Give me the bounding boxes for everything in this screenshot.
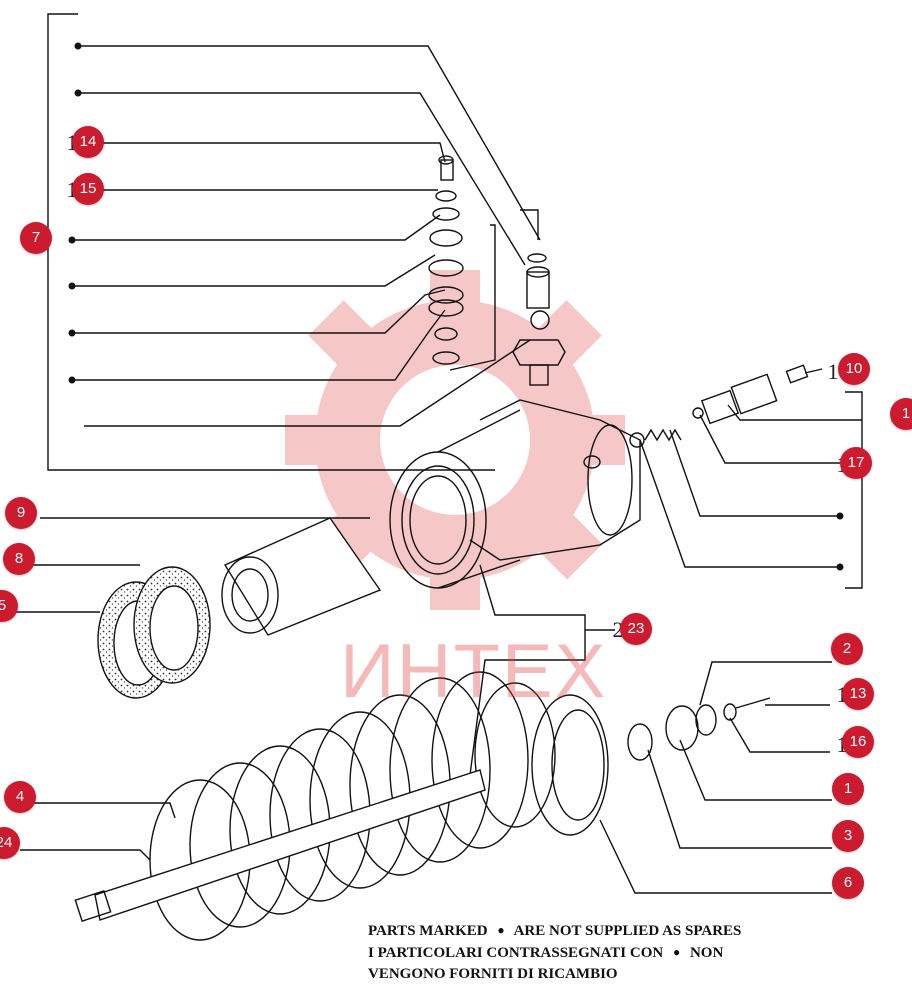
note-line-2: I PARTICOLARI CONTRASSEGNATI CON ● NON: [368, 942, 848, 964]
callout-marker-10[interactable]: 10: [838, 353, 870, 385]
callout-marker-1[interactable]: 1: [832, 773, 864, 805]
note-line-2-end: NON: [689, 945, 724, 961]
callout-marker-24[interactable]: 24: [0, 827, 20, 859]
watermark-text: ИНТЕХ: [340, 629, 608, 714]
callout-marker-6[interactable]: 6: [832, 867, 864, 899]
callout-marker-5[interactable]: 5: [0, 590, 18, 622]
not-supplied-dot: [68, 236, 76, 244]
note-line-1-start: PARTS MARKED: [368, 923, 488, 939]
callout-marker-17[interactable]: 17: [840, 447, 872, 479]
not-supplied-dot: [74, 89, 82, 97]
callout-marker-3[interactable]: 3: [832, 820, 864, 852]
note-line-3: VENGONO FORNITI DI RICAMBIO: [368, 966, 618, 982]
callout-marker-14[interactable]: 14: [72, 126, 104, 158]
not-supplied-dot: [836, 512, 844, 520]
stub-text-10: 1: [827, 359, 839, 384]
callout-marker-13[interactable]: 13: [842, 678, 874, 710]
callout-marker-15[interactable]: 15: [72, 173, 104, 205]
callout-marker-2[interactable]: 2: [831, 633, 863, 665]
callout-marker-23[interactable]: 23: [620, 613, 652, 645]
note-line-2-start: I PARTICOLARI CONTRASSEGNATI CON: [368, 945, 664, 961]
not-supplied-dot: [68, 282, 76, 290]
bullet-icon: ●: [497, 923, 505, 937]
callout-marker-9[interactable]: 9: [5, 497, 37, 529]
callout-marker-16[interactable]: 16: [842, 726, 874, 758]
note-line-1-end: ARE NOT SUPPLIED AS SPARES: [513, 923, 742, 939]
callout-marker-8[interactable]: 8: [3, 543, 35, 575]
not-supplied-dot: [74, 42, 82, 50]
callout-marker-11[interactable]: 1: [890, 398, 912, 430]
stub-text-23: 2: [612, 617, 624, 642]
not-supplied-dot: [836, 563, 844, 571]
bullet-icon: ●: [672, 945, 681, 959]
note-line-1: PARTS MARKED ● ARE NOT SUPPLIED AS SPARE…: [368, 920, 848, 942]
not-supplied-dot: [68, 329, 76, 337]
legend-note: PARTS MARKED ● ARE NOT SUPPLIED AS SPARE…: [368, 920, 848, 985]
group-bracket-right: [845, 391, 863, 589]
not-supplied-dot: [68, 376, 76, 384]
callout-marker-4[interactable]: 4: [4, 781, 36, 813]
callout-marker-7[interactable]: 7: [20, 222, 52, 254]
